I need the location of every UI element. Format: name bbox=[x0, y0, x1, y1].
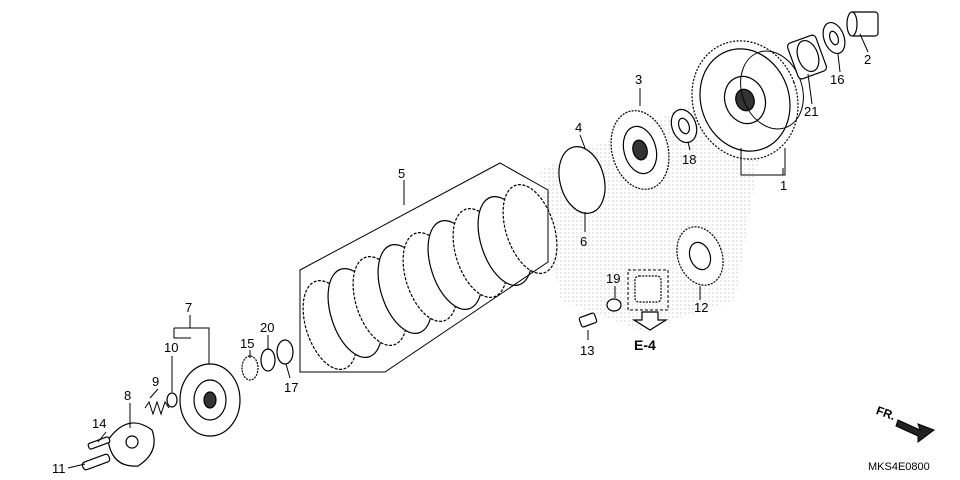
bearing-15 bbox=[241, 355, 259, 381]
plate-stack-bracket bbox=[299, 162, 549, 373]
callout-17: 17 bbox=[284, 380, 298, 395]
callout-1: 1 bbox=[780, 178, 787, 193]
lifter-rod-11 bbox=[81, 453, 111, 471]
circlip-17 bbox=[276, 339, 294, 365]
callout-2: 2 bbox=[864, 52, 871, 67]
callout-12: 12 bbox=[694, 300, 708, 315]
pressure-plate-part bbox=[179, 363, 241, 437]
callout-14: 14 bbox=[92, 416, 106, 431]
callout-9: 9 bbox=[152, 374, 159, 389]
callout-19: 19 bbox=[606, 271, 620, 286]
small-gear-part bbox=[634, 275, 662, 303]
callout-3: 3 bbox=[635, 72, 642, 87]
lifter-plate-8 bbox=[107, 422, 155, 467]
leader-lines bbox=[67, 33, 869, 469]
clutch-center-part bbox=[610, 110, 670, 190]
needle-bearing-part bbox=[786, 34, 828, 80]
front-label: FR. bbox=[874, 403, 897, 423]
ring-10 bbox=[166, 392, 178, 408]
driven-gear-part bbox=[676, 226, 724, 286]
spring-9 bbox=[144, 400, 170, 416]
bolt-13-part bbox=[578, 312, 598, 328]
callout-6: 6 bbox=[580, 234, 587, 249]
callout-5: 5 bbox=[398, 166, 405, 181]
callout-8: 8 bbox=[124, 388, 131, 403]
callout-18: 18 bbox=[682, 152, 696, 167]
reference-arrow bbox=[631, 311, 669, 331]
callout-16: 16 bbox=[830, 72, 844, 87]
bolt-14-part bbox=[87, 436, 111, 450]
callout-4: 4 bbox=[575, 120, 582, 135]
washer-19 bbox=[606, 298, 622, 312]
reference-label: E-4 bbox=[634, 337, 656, 353]
callout-20: 20 bbox=[260, 320, 274, 335]
wire-ring-part bbox=[558, 146, 606, 214]
diagram-code: MKS4E0800 bbox=[868, 461, 930, 473]
clutch-outer-part bbox=[691, 40, 804, 160]
clutch-plate-stack bbox=[302, 184, 558, 370]
callout-10: 10 bbox=[164, 340, 178, 355]
washer-20 bbox=[260, 348, 276, 372]
callout-7: 7 bbox=[185, 300, 192, 315]
front-direction-arrow bbox=[895, 419, 936, 443]
callout-15: 15 bbox=[240, 336, 254, 351]
bushing-part bbox=[846, 11, 879, 37]
callout-11: 11 bbox=[52, 461, 66, 476]
callout-21: 21 bbox=[804, 104, 818, 119]
callout-13: 13 bbox=[580, 343, 594, 358]
